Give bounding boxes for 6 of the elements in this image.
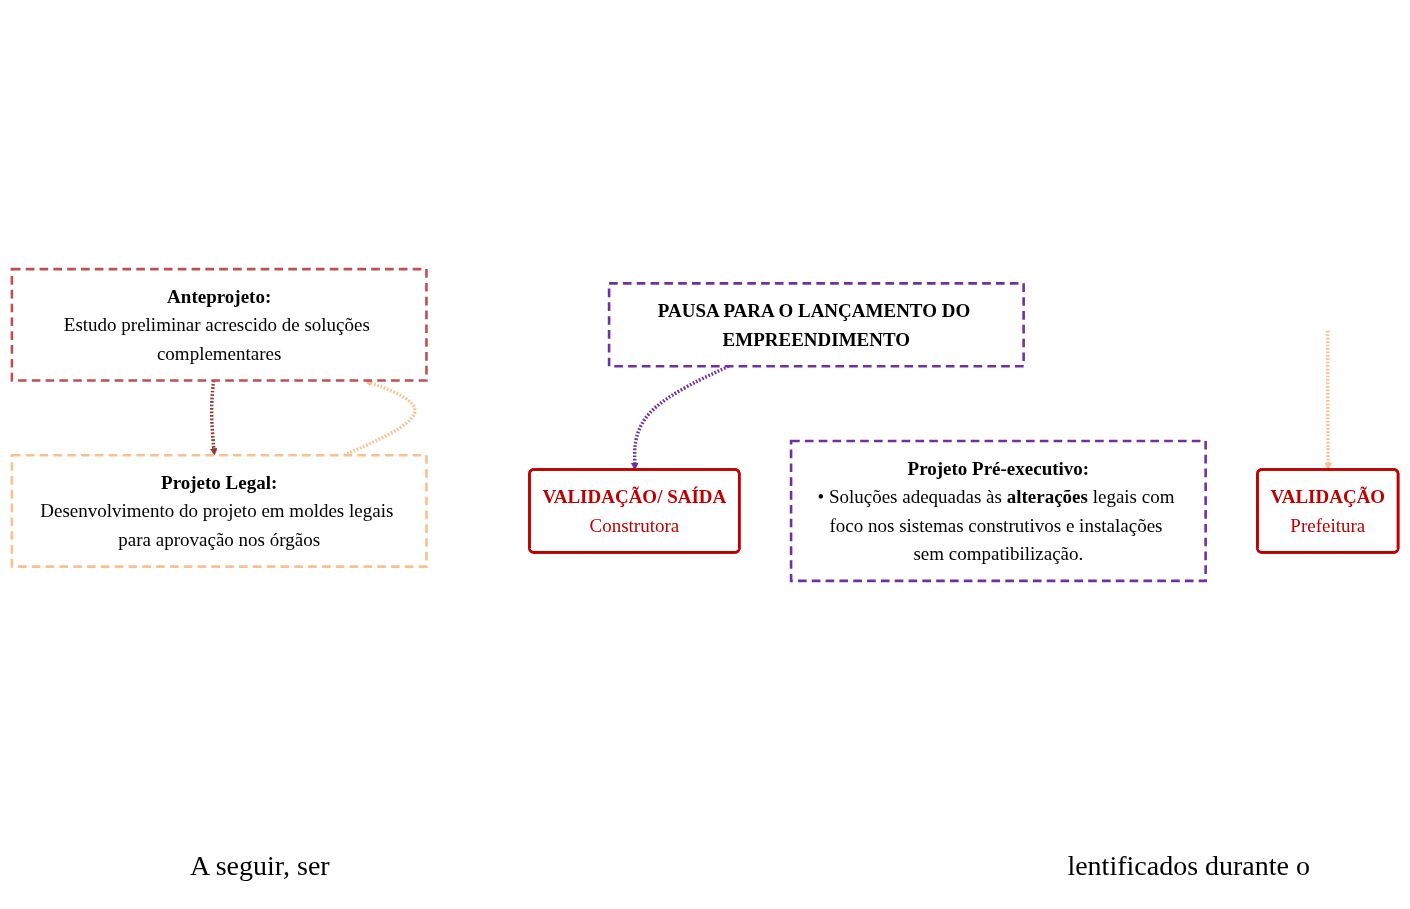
node-box: PAUSA PARA O LANÇAMENTO DO EMPREENDIMENTO (607, 282, 1025, 368)
body-text: A seguir, ser (190, 850, 330, 882)
body-text: lentificados durante o (1067, 850, 1310, 882)
node-box: Anteprojeto: Estudo preliminar acrescido de soluções complementares (10, 267, 428, 382)
node-box: Projeto Legal: Desenvolvimento do projeto em moldes legais para aprovação nos órgãos (10, 453, 428, 568)
node-box: Projeto Pré-executivo: • Soluções adequadas às alterações legais com foco nos sistemas construtivos e instalações sem compatibilização. (789, 439, 1207, 583)
